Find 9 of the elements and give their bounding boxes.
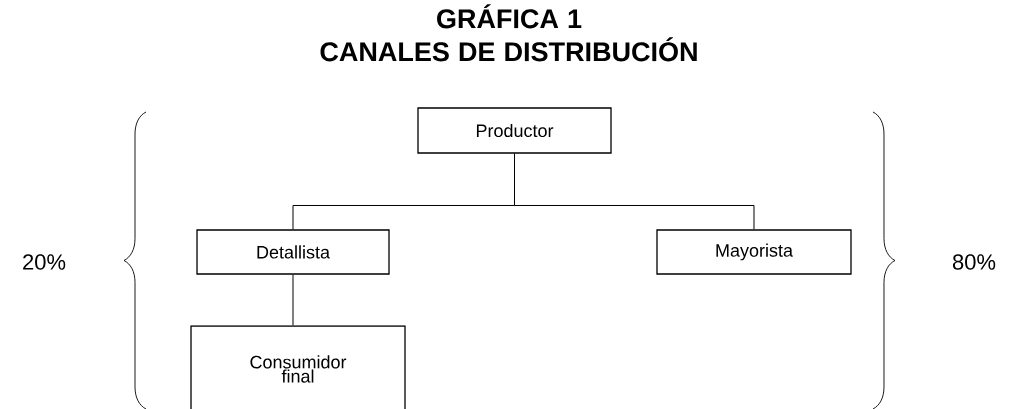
box: Detallista xyxy=(196,229,390,275)
title: GRÁFICA 1 CANALES DE DISTRIBUCIÓN xyxy=(320,4,697,62)
percentage-label: 80% xyxy=(952,254,996,270)
connector-line xyxy=(292,274,294,326)
box: Mayorista xyxy=(656,229,852,275)
box: Productor xyxy=(417,107,612,154)
percentage-label: 20% xyxy=(23,254,66,270)
connector-line xyxy=(514,153,755,230)
box: Consumidor final xyxy=(190,325,406,409)
